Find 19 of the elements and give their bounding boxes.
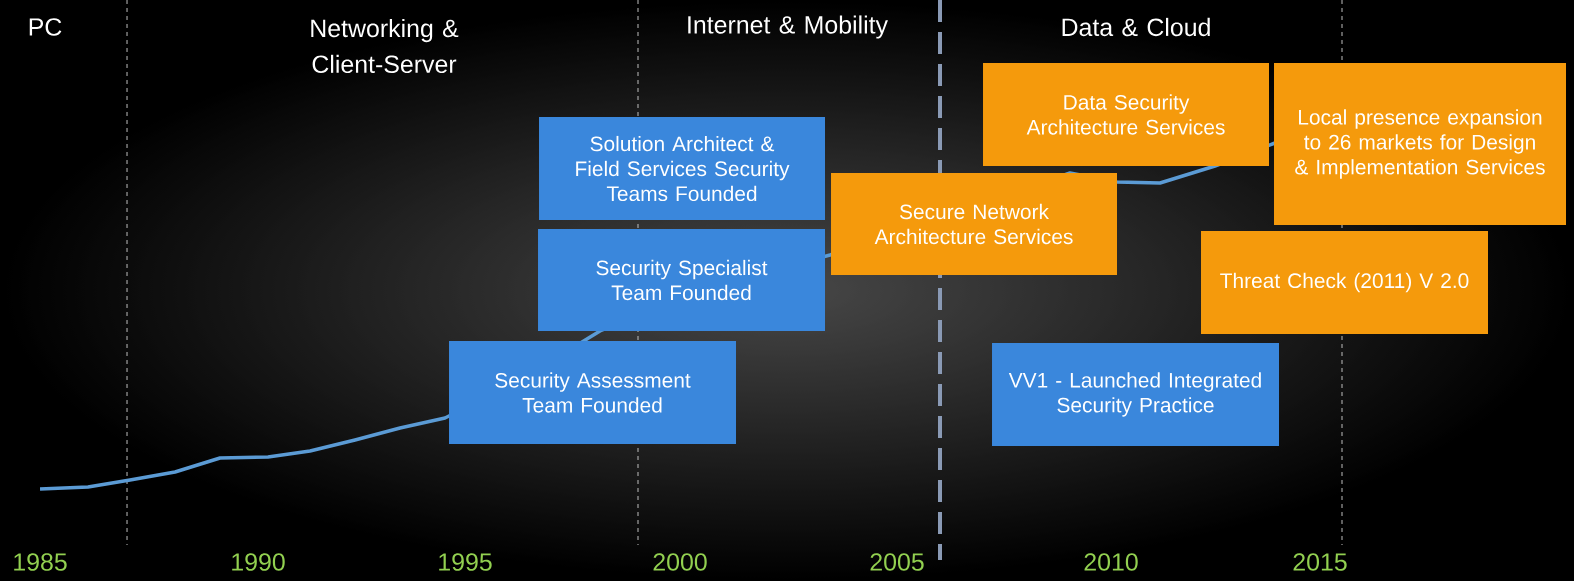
era-heading: PC bbox=[29, 18, 62, 36]
era-heading: Internet & Mobility bbox=[688, 15, 888, 39]
year-label: 2010 bbox=[1084, 553, 1138, 571]
year-label: 1990 bbox=[232, 553, 285, 571]
year-label: 2005 bbox=[870, 553, 924, 571]
year-label: 1985 bbox=[14, 553, 67, 571]
era-heading: Data & Cloud bbox=[1062, 17, 1210, 37]
milestone-box: Threat Check (2011) V 2.0 bbox=[1201, 231, 1488, 334]
milestone-box: Secure Network Architecture Services bbox=[831, 173, 1117, 275]
milestone-box: Security Specialist Team Founded bbox=[538, 229, 825, 331]
milestone-box: Security Assessment Team Founded bbox=[449, 341, 736, 444]
milestone-box: VV1 - Launched Integrated Security Practice bbox=[992, 343, 1279, 446]
milestone-box: Solution Architect & Field Services Security Teams Founded bbox=[539, 117, 825, 220]
year-label: 1995 bbox=[439, 553, 492, 571]
year-label: 2015 bbox=[1293, 553, 1347, 571]
milestone-box: Local presence expansion to 26 markets for Design & Implementation Services bbox=[1274, 63, 1566, 225]
era-heading: Networking & Client-Server bbox=[311, 18, 459, 74]
year-label: 2000 bbox=[653, 553, 707, 571]
milestone-box: Data Security Architecture Services bbox=[983, 63, 1269, 166]
